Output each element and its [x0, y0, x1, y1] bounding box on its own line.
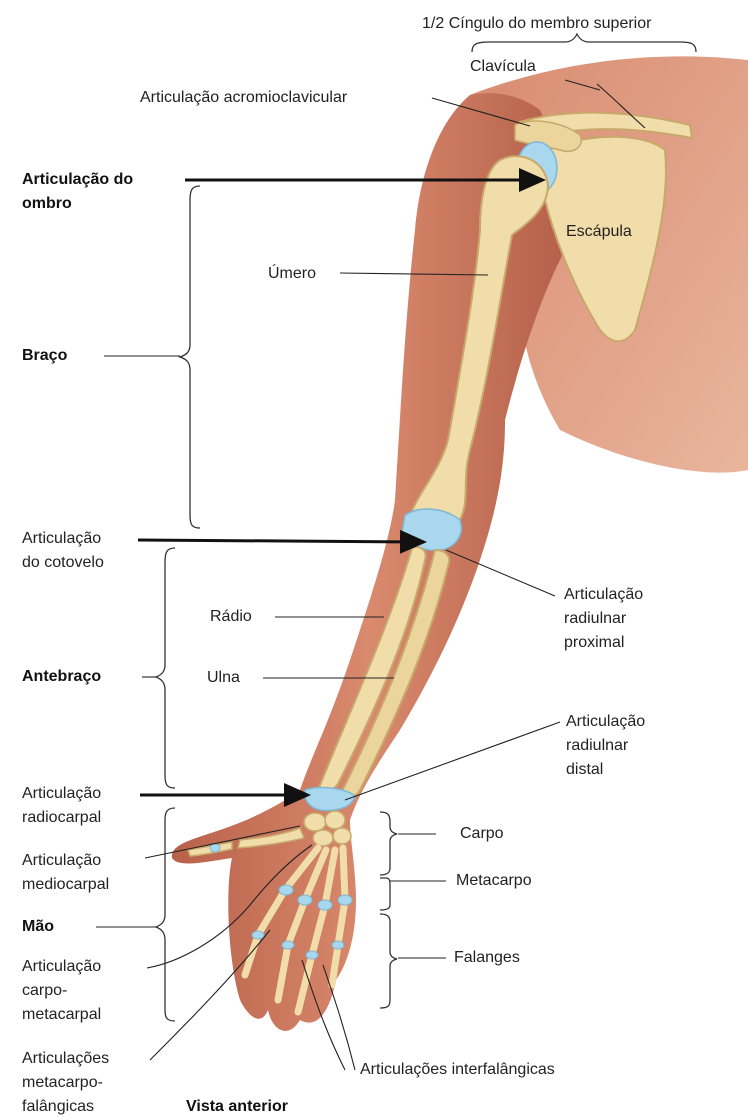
- label-metacarpofalangicas-1: Articulações: [22, 1049, 109, 1069]
- label-metacarpofalangicas-2: metacarpo-: [22, 1073, 103, 1093]
- label-radiulnar-dist-1: Articulação: [566, 712, 645, 732]
- label-carpometacarpal-3: metacarpal: [22, 1005, 101, 1025]
- label-carpometacarpal-2: carpo-: [22, 981, 67, 1001]
- label-radio: Rádio: [210, 607, 252, 627]
- label-radiulnar-prox-3: proximal: [564, 633, 624, 653]
- label-braco: Braço: [22, 346, 67, 366]
- label-clavicula: Clavícula: [470, 57, 536, 77]
- label-falanges: Falanges: [454, 948, 520, 968]
- label-mao: Mão: [22, 917, 54, 937]
- label-carpometacarpal-1: Articulação: [22, 957, 101, 977]
- label-radiulnar-dist-2: radiulnar: [566, 736, 628, 756]
- label-antebraco: Antebraço: [22, 667, 101, 687]
- label-mediocarpal-1: Articulação: [22, 851, 101, 871]
- label-art-ombro-2: ombro: [22, 194, 72, 214]
- label-radiocarpal-2: radiocarpal: [22, 808, 101, 828]
- label-art-cotovelo-2: do cotovelo: [22, 553, 104, 573]
- label-metacarpofalangicas-3: falângicas: [22, 1097, 94, 1117]
- label-vista-anterior: Vista anterior: [186, 1097, 288, 1117]
- label-art-acromioclavicular: Articulação acromioclavicular: [140, 88, 347, 108]
- label-radiulnar-prox-1: Articulação: [564, 585, 643, 605]
- label-art-cotovelo-1: Articulação: [22, 529, 101, 549]
- label-metacarpo: Metacarpo: [456, 871, 532, 891]
- label-carpo: Carpo: [460, 824, 504, 844]
- label-cingulo: 1/2 Cíngulo do membro superior: [422, 14, 651, 34]
- label-art-ombro-1: Articulação do: [22, 170, 133, 190]
- label-radiulnar-dist-3: distal: [566, 760, 603, 780]
- label-umero: Úmero: [268, 264, 316, 284]
- label-escapula: Escápula: [566, 222, 632, 242]
- label-mediocarpal-2: mediocarpal: [22, 875, 109, 895]
- label-ulna: Ulna: [207, 668, 240, 688]
- label-radiocarpal-1: Articulação: [22, 784, 101, 804]
- label-radiulnar-prox-2: radiulnar: [564, 609, 626, 629]
- label-interfalangicas: Articulações interfalângicas: [360, 1060, 555, 1080]
